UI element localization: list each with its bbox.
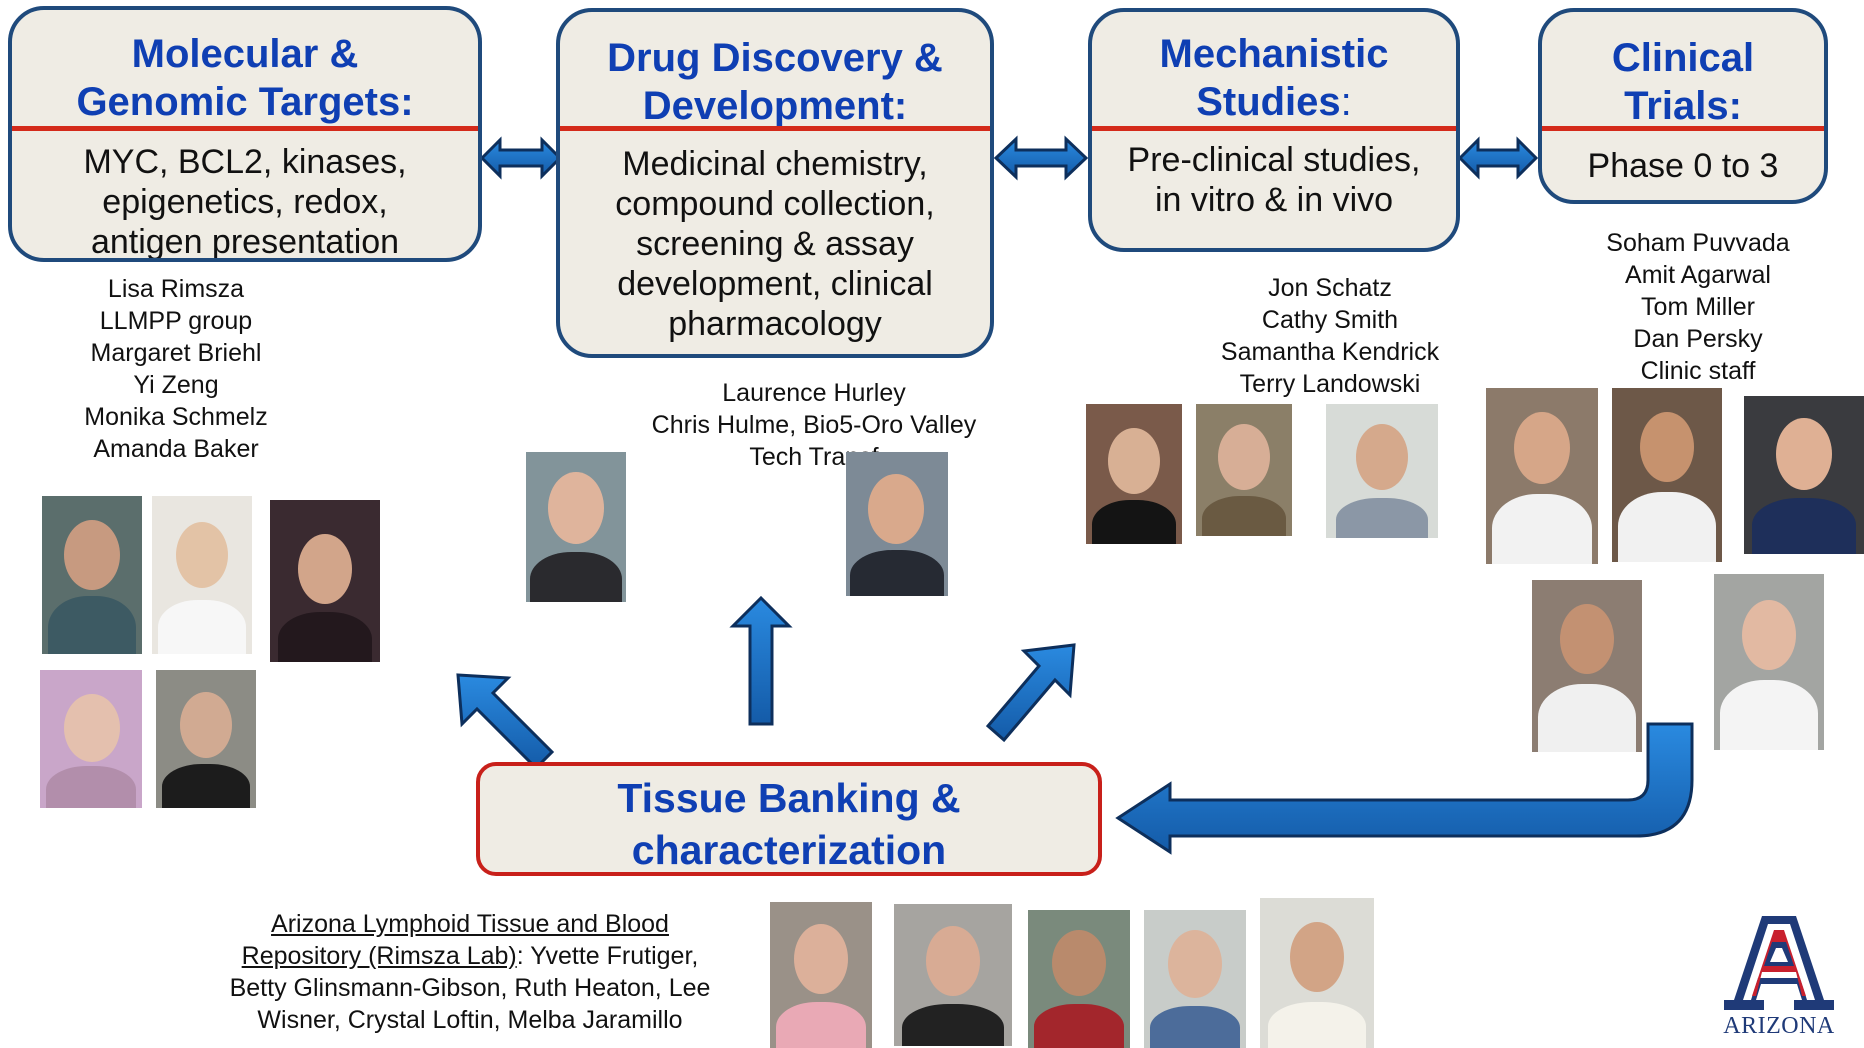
molecular-title-line2: Genomic Targets: bbox=[76, 80, 414, 124]
clinical-trials-box: Clinical Trials: Phase 0 to 3 bbox=[1538, 8, 1828, 204]
mechanistic-studies-box: Mechanistic Studies: Pre-clinical studie… bbox=[1088, 8, 1460, 252]
drug-title: Drug Discovery & Development: bbox=[560, 34, 990, 130]
tissue-title-line2: characterization bbox=[631, 827, 947, 873]
photo-chris-hulme bbox=[846, 452, 948, 596]
repo-line3: Betty Glinsmann-Gibson, Ruth Heaton, Lee bbox=[229, 974, 711, 1002]
drug-divider bbox=[560, 126, 990, 131]
tissue-banking-box: Tissue Banking & characterization bbox=[476, 762, 1102, 876]
drug-title-line2: Development: bbox=[642, 84, 908, 128]
clinical-body-line1: Phase 0 to 3 bbox=[1587, 147, 1779, 185]
mechanistic-title-line2: Studies: bbox=[1092, 78, 1456, 126]
drug-body: Medicinal chemistry, compound collection… bbox=[560, 144, 990, 344]
molecular-title-line1: Molecular & bbox=[131, 32, 359, 76]
mechanistic-body-line2: in vitro & in vivo bbox=[1154, 181, 1394, 219]
photo-laurence-hurley bbox=[526, 452, 626, 602]
photo-soham-puvvada bbox=[1486, 388, 1598, 564]
arizona-wordmark: ARIZONA bbox=[1723, 1013, 1835, 1039]
photo-clinic-staff bbox=[1714, 574, 1824, 750]
photo-dan-persky bbox=[1532, 580, 1642, 752]
molecular-body-line3: antigen presentation bbox=[90, 223, 400, 261]
photo-lee-wisner bbox=[1144, 910, 1246, 1048]
repo-line2-rest: : Yvette Frutiger, bbox=[516, 942, 699, 970]
photo-yi-zeng bbox=[152, 496, 252, 654]
photo-lisa-rimsza bbox=[42, 496, 142, 654]
molecular-targets-box: Molecular & Genomic Targets: MYC, BCL2, … bbox=[8, 6, 482, 262]
photo-ruth-heaton bbox=[1028, 910, 1130, 1048]
drug-people: Laurence Hurley Chris Hulme, Bio5-Oro Va… bbox=[651, 379, 977, 471]
clinical-divider bbox=[1542, 126, 1824, 131]
mechanistic-title-word: Studies bbox=[1196, 80, 1341, 124]
photo-samantha-kendrick bbox=[1326, 404, 1438, 538]
arrow-clinical-to-tissue bbox=[1115, 722, 1694, 855]
molecular-people: Lisa Rimsza LLMPP group Margaret Briehl … bbox=[84, 275, 268, 463]
tissue-title: Tissue Banking & characterization bbox=[480, 772, 1098, 873]
photo-tom-miller bbox=[1744, 396, 1864, 554]
photo-margaret-briehl bbox=[270, 500, 380, 662]
photo-betty-glinsmann-gibson bbox=[894, 904, 1012, 1046]
photo-yvette-frutiger bbox=[770, 902, 872, 1048]
repo-line1: Arizona Lymphoid Tissue and Blood bbox=[195, 908, 745, 940]
drug-body-line5: pharmacology bbox=[668, 305, 882, 343]
repo-line2: Repository (Rimsza Lab): Yvette Frutiger… bbox=[195, 940, 745, 972]
drug-body-line3: screening & assay bbox=[636, 225, 914, 263]
arrow-to-molecular bbox=[456, 673, 555, 771]
tissue-title-line1: Tissue Banking & bbox=[617, 775, 961, 821]
double-arrow-2 bbox=[993, 135, 1089, 181]
mechanistic-body-line1: Pre-clinical studies, bbox=[1127, 141, 1421, 179]
arrow-to-mechanistic bbox=[985, 643, 1076, 743]
clinical-title: Clinical Trials: bbox=[1542, 34, 1824, 130]
clinical-body: Phase 0 to 3 bbox=[1542, 146, 1824, 186]
repo-link-line1[interactable]: Arizona Lymphoid Tissue and Blood bbox=[271, 910, 669, 938]
drug-body-line1: Medicinal chemistry, bbox=[622, 145, 928, 183]
drug-body-line4: development, clinical bbox=[617, 265, 933, 303]
photo-melba-jaramillo bbox=[1260, 898, 1374, 1048]
molecular-body: MYC, BCL2, kinases, epigenetics, redox, … bbox=[12, 142, 478, 261]
clinical-title-line2: Trials: bbox=[1624, 84, 1742, 128]
arizona-logo: ARIZONA bbox=[1712, 912, 1846, 1040]
photo-amit-agarwal bbox=[1612, 388, 1722, 562]
double-arrow-1 bbox=[479, 136, 563, 180]
mechanistic-people: Jon Schatz Cathy Smith Samantha Kendrick… bbox=[1220, 274, 1440, 398]
mechanistic-title: Mechanistic Studies: bbox=[1092, 30, 1456, 126]
photo-monika-schmelz bbox=[40, 670, 142, 808]
mechanistic-title-colon: : bbox=[1340, 80, 1352, 124]
arizona-a-icon bbox=[1724, 916, 1834, 1010]
molecular-body-line2: epigenetics, redox, bbox=[102, 183, 388, 221]
double-arrow-3 bbox=[1457, 136, 1539, 180]
photo-jon-schatz bbox=[1086, 404, 1182, 544]
drug-body-line2: compound collection, bbox=[615, 185, 935, 223]
clinical-title-line1: Clinical bbox=[1611, 36, 1755, 80]
repository-credits: Arizona Lymphoid Tissue and Blood Reposi… bbox=[195, 908, 745, 1036]
repo-link-line2[interactable]: Repository (Rimsza Lab) bbox=[241, 942, 517, 970]
photo-amanda-baker bbox=[156, 670, 256, 808]
drug-title-line1: Drug Discovery & bbox=[607, 36, 943, 80]
repo-line4: Wisner, Crystal Loftin, Melba Jaramillo bbox=[257, 1006, 683, 1034]
molecular-body-line1: MYC, BCL2, kinases, bbox=[83, 143, 407, 181]
mechanistic-body: Pre-clinical studies, in vitro & in vivo bbox=[1092, 140, 1456, 220]
clinical-people: Soham Puvvada Amit Agarwal Tom Miller Da… bbox=[1606, 229, 1790, 385]
molecular-divider bbox=[12, 126, 478, 131]
drug-discovery-box: Drug Discovery & Development: Medicinal … bbox=[556, 8, 994, 358]
molecular-title: Molecular & Genomic Targets: bbox=[12, 30, 478, 126]
arrow-to-drug bbox=[729, 595, 793, 726]
mechanistic-title-line1: Mechanistic bbox=[1159, 32, 1389, 76]
photo-cathy-smith bbox=[1196, 404, 1292, 536]
mechanistic-divider bbox=[1092, 126, 1456, 131]
